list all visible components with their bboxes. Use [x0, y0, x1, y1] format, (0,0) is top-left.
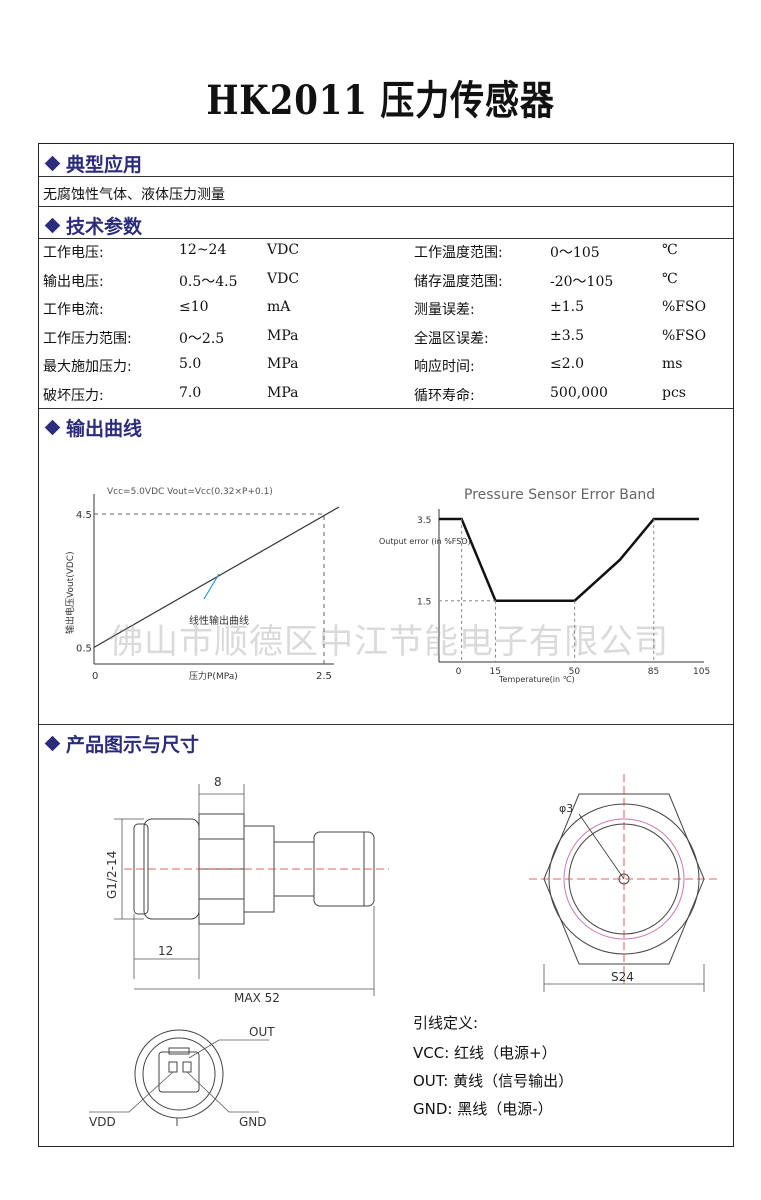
- y-tick-0: 0.5: [76, 643, 92, 654]
- spec-label: 最大施加压力:: [43, 359, 132, 375]
- pin-out-label: OUT: [249, 1025, 275, 1039]
- spec-value: ±3.5: [550, 327, 584, 344]
- spec-label: 工作电压:: [43, 245, 104, 261]
- dim-8-label: 8: [214, 775, 222, 789]
- dim-max-label: MAX 52: [234, 991, 280, 1005]
- spec-label: 破坏压力:: [43, 387, 104, 404]
- x-tick-0: 0: [92, 671, 98, 682]
- spec-unit: %FSO: [662, 299, 707, 315]
- dim-thread-label: G1/2-14: [105, 851, 119, 899]
- spec-value: ±1.5: [550, 299, 584, 315]
- pin-vdd-label: VDD: [89, 1115, 116, 1129]
- spec-unit: MPa: [267, 384, 299, 401]
- spec-unit: VDC: [267, 242, 300, 258]
- application-heading: 典型应用: [44, 150, 142, 177]
- dim-12-label: 12: [158, 944, 173, 958]
- spec-label: 工作压力范围:: [43, 330, 132, 347]
- spec-unit: ms: [662, 356, 683, 372]
- x-axis-label: Temperature(in ℃): [498, 675, 575, 684]
- spec-value: 0～2.5: [179, 330, 225, 347]
- x-tick-1: 15: [490, 667, 501, 677]
- specs-heading: 技术参数: [44, 212, 142, 239]
- diamond-icon: [44, 735, 61, 752]
- spec-value: 7.0: [179, 384, 202, 401]
- wiring-vcc: VCC: 红线（电源+）: [413, 1044, 557, 1062]
- spec-value: ≤10: [179, 299, 209, 315]
- spec-unit: MPa: [267, 327, 299, 344]
- spec-value: 500,000: [550, 384, 608, 401]
- spec-label: 全温区误差:: [414, 330, 489, 347]
- spec-unit: pcs: [662, 384, 686, 401]
- error-band-line: [439, 517, 699, 602]
- spec-unit: %FSO: [662, 327, 707, 344]
- output-voltage-chart: Vcc=5.0VDC Vout=Vcc(0.32×P+0.1) 线性输出曲线压力P…: [64, 487, 340, 682]
- spec-unit: MPa: [267, 356, 299, 372]
- spec-value: ≤2.0: [550, 356, 584, 372]
- y-axis-label: 输出电压Vout(VDC): [64, 551, 76, 634]
- curves-heading: 输出曲线: [44, 414, 142, 441]
- dimensions-heading: 产品图示与尺寸: [44, 730, 199, 757]
- diamond-icon: [44, 155, 61, 172]
- spec-value: 0.5～4.5: [179, 273, 238, 290]
- spec-label: 储存温度范围:: [414, 273, 503, 290]
- spec-value: 12~24: [179, 242, 227, 258]
- spec-unit: ℃: [662, 270, 678, 287]
- diamond-icon: [44, 217, 61, 234]
- pin-gnd-label: GND: [239, 1115, 267, 1129]
- annotation-arrow: [203, 573, 220, 600]
- application-text: 无腐蚀性气体、液体压力测量: [43, 187, 225, 203]
- spec-label: 工作温度范围:: [414, 245, 503, 261]
- dim-dia-label: φ3: [559, 802, 573, 815]
- y-axis-label: Output error (in %FSO): [379, 537, 471, 546]
- y-tick-1: 4.5: [76, 510, 92, 521]
- chart-title: Vcc=5.0VDC Vout=Vcc(0.32×P+0.1): [107, 487, 273, 497]
- x-tick-1: 2.5: [316, 671, 332, 682]
- wiring-heading: 引线定义:: [413, 1014, 479, 1032]
- watermark: 佛山市顺德区中江节能电子有限公司: [109, 622, 669, 662]
- wiring-out: OUT: 黄线（信号输出）: [413, 1072, 574, 1090]
- x-axis-label: 压力P(MPa): [189, 670, 238, 682]
- spec-value: -20～105: [550, 273, 614, 290]
- dim-hex-label: S24: [611, 970, 634, 984]
- chart-title: Pressure Sensor Error Band: [464, 487, 655, 503]
- spec-unit: mA: [267, 299, 291, 315]
- spec-unit: VDC: [267, 270, 300, 287]
- end-view-drawing: φ3 S24: [529, 774, 719, 992]
- x-tick-0: 0: [456, 667, 462, 677]
- spec-value: 5.0: [179, 356, 202, 372]
- spec-label: 响应时间:: [414, 359, 475, 375]
- spec-label: 输出电压:: [43, 273, 104, 290]
- spec-label: 测量误差:: [414, 302, 475, 318]
- side-view-drawing: 8 G1/2-14 12 MAX 52: [105, 775, 389, 1005]
- spec-label: 循环寿命:: [414, 387, 475, 404]
- x-tick-2: 50: [569, 667, 581, 677]
- connector-drawing: OUT VDD GND: [89, 1025, 275, 1129]
- y-tick-1: 1.5: [417, 598, 431, 608]
- y-tick-0: 3.5: [417, 516, 431, 526]
- diamond-icon: [44, 419, 61, 436]
- x-tick-4: 105: [693, 667, 710, 677]
- spec-label: 工作电流:: [43, 302, 104, 318]
- annotation-label: 线性输出曲线: [189, 614, 249, 627]
- wiring-gnd: GND: 黑线（电源-）: [413, 1100, 553, 1118]
- page-title: HK2011 压力传感器: [206, 77, 555, 124]
- x-tick-3: 85: [648, 667, 659, 677]
- spec-value: 0～105: [550, 245, 600, 261]
- spec-unit: ℃: [662, 242, 678, 258]
